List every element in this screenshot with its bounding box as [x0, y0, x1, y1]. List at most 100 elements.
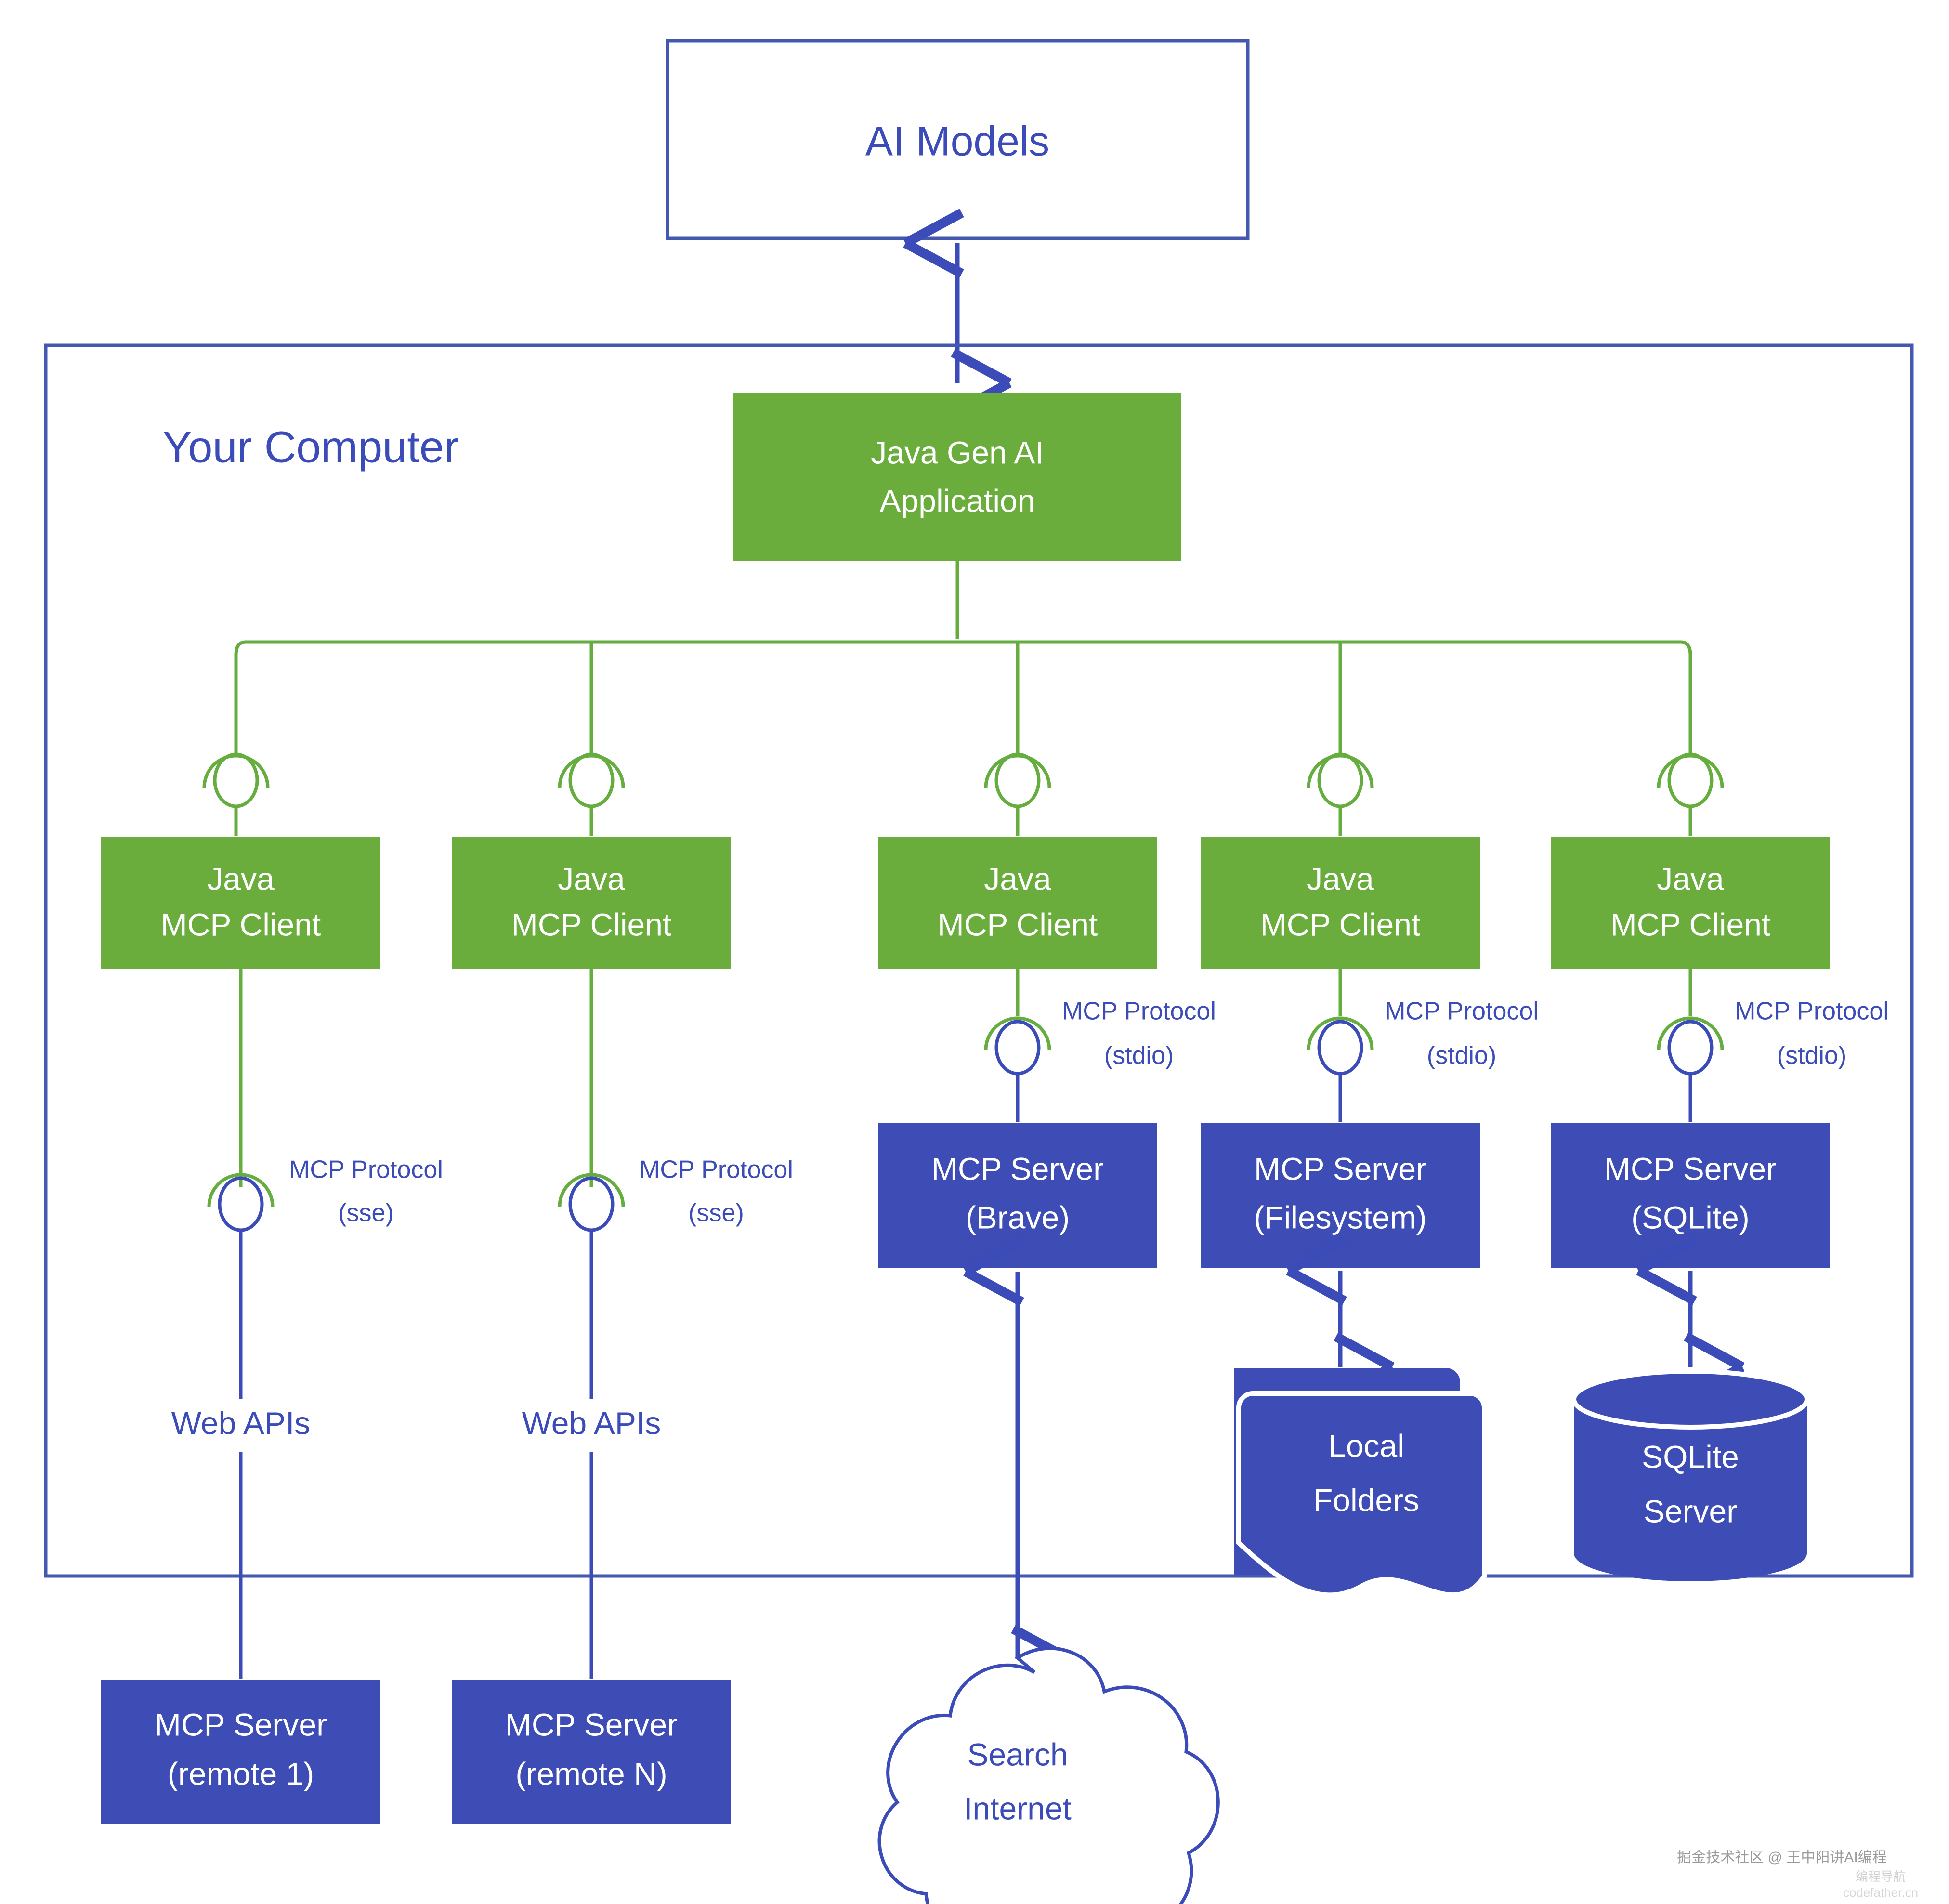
- mcp-server-filesystem-line2: (Filesystem): [1254, 1199, 1426, 1235]
- mcp-sse-label-2-line2: (sse): [688, 1199, 744, 1227]
- java-mcp-client-3-line1: Java: [984, 861, 1051, 896]
- web-apis-label-1-backdrop: [157, 1399, 325, 1452]
- java-mcp-client-1[interactable]: Java MCP Client: [101, 837, 380, 969]
- local-folders-front-sheet: [1236, 1391, 1487, 1598]
- java-mcp-client-5-box: [1551, 837, 1830, 969]
- sqlite-server-line1: SQLite: [1642, 1439, 1739, 1474]
- java-mcp-client-5-line2: MCP Client: [1610, 906, 1771, 942]
- bus-drop-2: [589, 640, 957, 749]
- sqlite-cylinder-body: [1574, 1399, 1807, 1581]
- mcp-sse-label-1-line2: (sse): [338, 1199, 394, 1227]
- mcp-server-sqlite-box: [1551, 1123, 1830, 1268]
- search-internet-line1: Search: [967, 1736, 1068, 1772]
- web-apis-label-2-backdrop: [507, 1399, 676, 1452]
- mcp-protocol-sse-labels: MCP Protocol (sse) MCP Protocol (sse): [289, 1156, 793, 1227]
- local-folders-line2: Folders: [1313, 1482, 1419, 1518]
- your-computer-label: Your Computer: [162, 422, 458, 472]
- mcp-sse-label-2-line1: MCP Protocol: [639, 1156, 793, 1184]
- mcp-server-remote-n-line1: MCP Server: [505, 1707, 678, 1742]
- socket-stdio-3: [1657, 1016, 1724, 1122]
- socket-connector-3: [984, 749, 1051, 836]
- mcp-sse-label-1-line1: MCP Protocol: [289, 1156, 443, 1184]
- mcp-server-remote-1-box: [101, 1680, 380, 1824]
- mcp-server-remote-1-line2: (remote 1): [168, 1756, 314, 1791]
- java-mcp-client-4[interactable]: Java MCP Client: [1201, 837, 1480, 969]
- java-gen-ai-application-line2: Application: [880, 483, 1035, 518]
- java-gen-ai-application-line1: Java Gen AI: [871, 434, 1044, 470]
- mcp-server-brave-box: [878, 1123, 1157, 1268]
- mcp-stdio-label-1-line2: (stdio): [1104, 1042, 1174, 1070]
- socket-sse-1: [207, 1173, 275, 1679]
- mcp-server-filesystem[interactable]: MCP Server (Filesystem): [1201, 1123, 1480, 1268]
- watermark-nav: 编程导航: [1856, 1869, 1906, 1884]
- search-internet-cloud-shape: [877, 1646, 1220, 1904]
- socket-connectors-stdio: [984, 1016, 1724, 1122]
- socket-connector-1: [202, 749, 270, 836]
- socket-connector-4: [1307, 749, 1374, 836]
- java-mcp-client-4-line2: MCP Client: [1260, 906, 1421, 942]
- socket-stdio-2: [1307, 1016, 1374, 1122]
- java-mcp-client-5[interactable]: Java MCP Client: [1551, 837, 1830, 969]
- mcp-server-remote-n-line2: (remote N): [515, 1756, 667, 1791]
- socket-sse-2: [558, 1173, 625, 1679]
- java-mcp-client-3-box: [878, 837, 1157, 969]
- sqlite-server-line2: Server: [1644, 1493, 1737, 1529]
- java-mcp-client-4-box: [1201, 837, 1480, 969]
- mcp-server-remote-n[interactable]: MCP Server (remote N): [452, 1680, 731, 1824]
- watermark-site: codefather.cn: [1843, 1885, 1918, 1900]
- java-mcp-client-2-line1: Java: [558, 861, 625, 896]
- client-lower-stems: [239, 969, 1692, 1187]
- mcp-stdio-label-2-line1: MCP Protocol: [1385, 998, 1539, 1025]
- green-bus: [234, 561, 1692, 749]
- mcp-server-sqlite-line2: (SQLite): [1631, 1199, 1750, 1235]
- java-mcp-client-1-box: [101, 837, 380, 969]
- mcp-server-brave-line1: MCP Server: [931, 1151, 1104, 1186]
- local-folders-line1: Local: [1328, 1428, 1404, 1463]
- bus-drop-4: [957, 640, 1342, 749]
- sqlite-cylinder-top: [1571, 1369, 1809, 1430]
- web-apis-label-1-text: Web APIs: [171, 1405, 311, 1441]
- mcp-server-sqlite[interactable]: MCP Server (SQLite): [1551, 1123, 1830, 1268]
- mcp-stdio-label-3-line1: MCP Protocol: [1735, 998, 1889, 1025]
- bus-drop-1: [234, 640, 957, 749]
- mcp-stdio-label-1-line1: MCP Protocol: [1062, 998, 1216, 1025]
- mcp-server-brave[interactable]: MCP Server (Brave): [878, 1123, 1157, 1268]
- mcp-stdio-label-3-line2: (stdio): [1777, 1042, 1846, 1070]
- socket-connector-2: [558, 749, 625, 836]
- watermark-community: 掘金技术社区 @ 王中阳讲AI编程: [1677, 1850, 1886, 1865]
- mcp-server-filesystem-box: [1201, 1123, 1480, 1268]
- java-mcp-client-2[interactable]: Java MCP Client: [452, 837, 731, 969]
- java-mcp-client-2-box: [452, 837, 731, 969]
- web-apis-label-2-text: Web APIs: [522, 1405, 661, 1441]
- java-mcp-client-1-line1: Java: [207, 861, 275, 896]
- java-mcp-client-2-line2: MCP Client: [511, 906, 672, 942]
- java-gen-ai-application-box: [733, 393, 1181, 561]
- mcp-server-remote-1[interactable]: MCP Server (remote 1): [101, 1680, 380, 1824]
- socket-stdio-1: [984, 1016, 1051, 1122]
- java-mcp-client-5-line1: Java: [1657, 861, 1724, 896]
- search-internet-node[interactable]: Search Internet: [877, 1646, 1220, 1904]
- socket-connector-5: [1657, 749, 1724, 836]
- java-mcp-client-1-line2: MCP Client: [161, 906, 321, 942]
- mcp-protocol-stdio-labels: MCP Protocol (stdio) MCP Protocol (stdio…: [1062, 998, 1889, 1070]
- mcp-server-remote-1-line1: MCP Server: [155, 1707, 327, 1742]
- ai-models-box: [666, 39, 1250, 240]
- mcp-server-sqlite-line1: MCP Server: [1604, 1151, 1777, 1186]
- java-mcp-client-4-line1: Java: [1307, 861, 1374, 896]
- ai-models-node[interactable]: AI Models: [666, 39, 1250, 240]
- search-internet-line2: Internet: [964, 1790, 1072, 1826]
- ai-models-label: AI Models: [865, 118, 1049, 165]
- socket-connectors-sse: [207, 1173, 625, 1679]
- java-gen-ai-application-node[interactable]: Java Gen AI Application: [733, 393, 1181, 561]
- java-mcp-client-3[interactable]: Java MCP Client: [878, 837, 1157, 969]
- mcp-server-remote-n-box: [452, 1680, 731, 1824]
- bus-drop-3: [957, 640, 1020, 749]
- sqlite-server-node[interactable]: SQLite Server: [1571, 1369, 1809, 1581]
- mcp-server-brave-line2: (Brave): [966, 1199, 1070, 1235]
- mcp-server-filesystem-line1: MCP Server: [1254, 1151, 1426, 1186]
- socket-connectors-green: [202, 749, 1724, 836]
- local-folders-node[interactable]: Local Folders: [1234, 1368, 1487, 1598]
- java-mcp-client-3-line2: MCP Client: [938, 906, 1098, 942]
